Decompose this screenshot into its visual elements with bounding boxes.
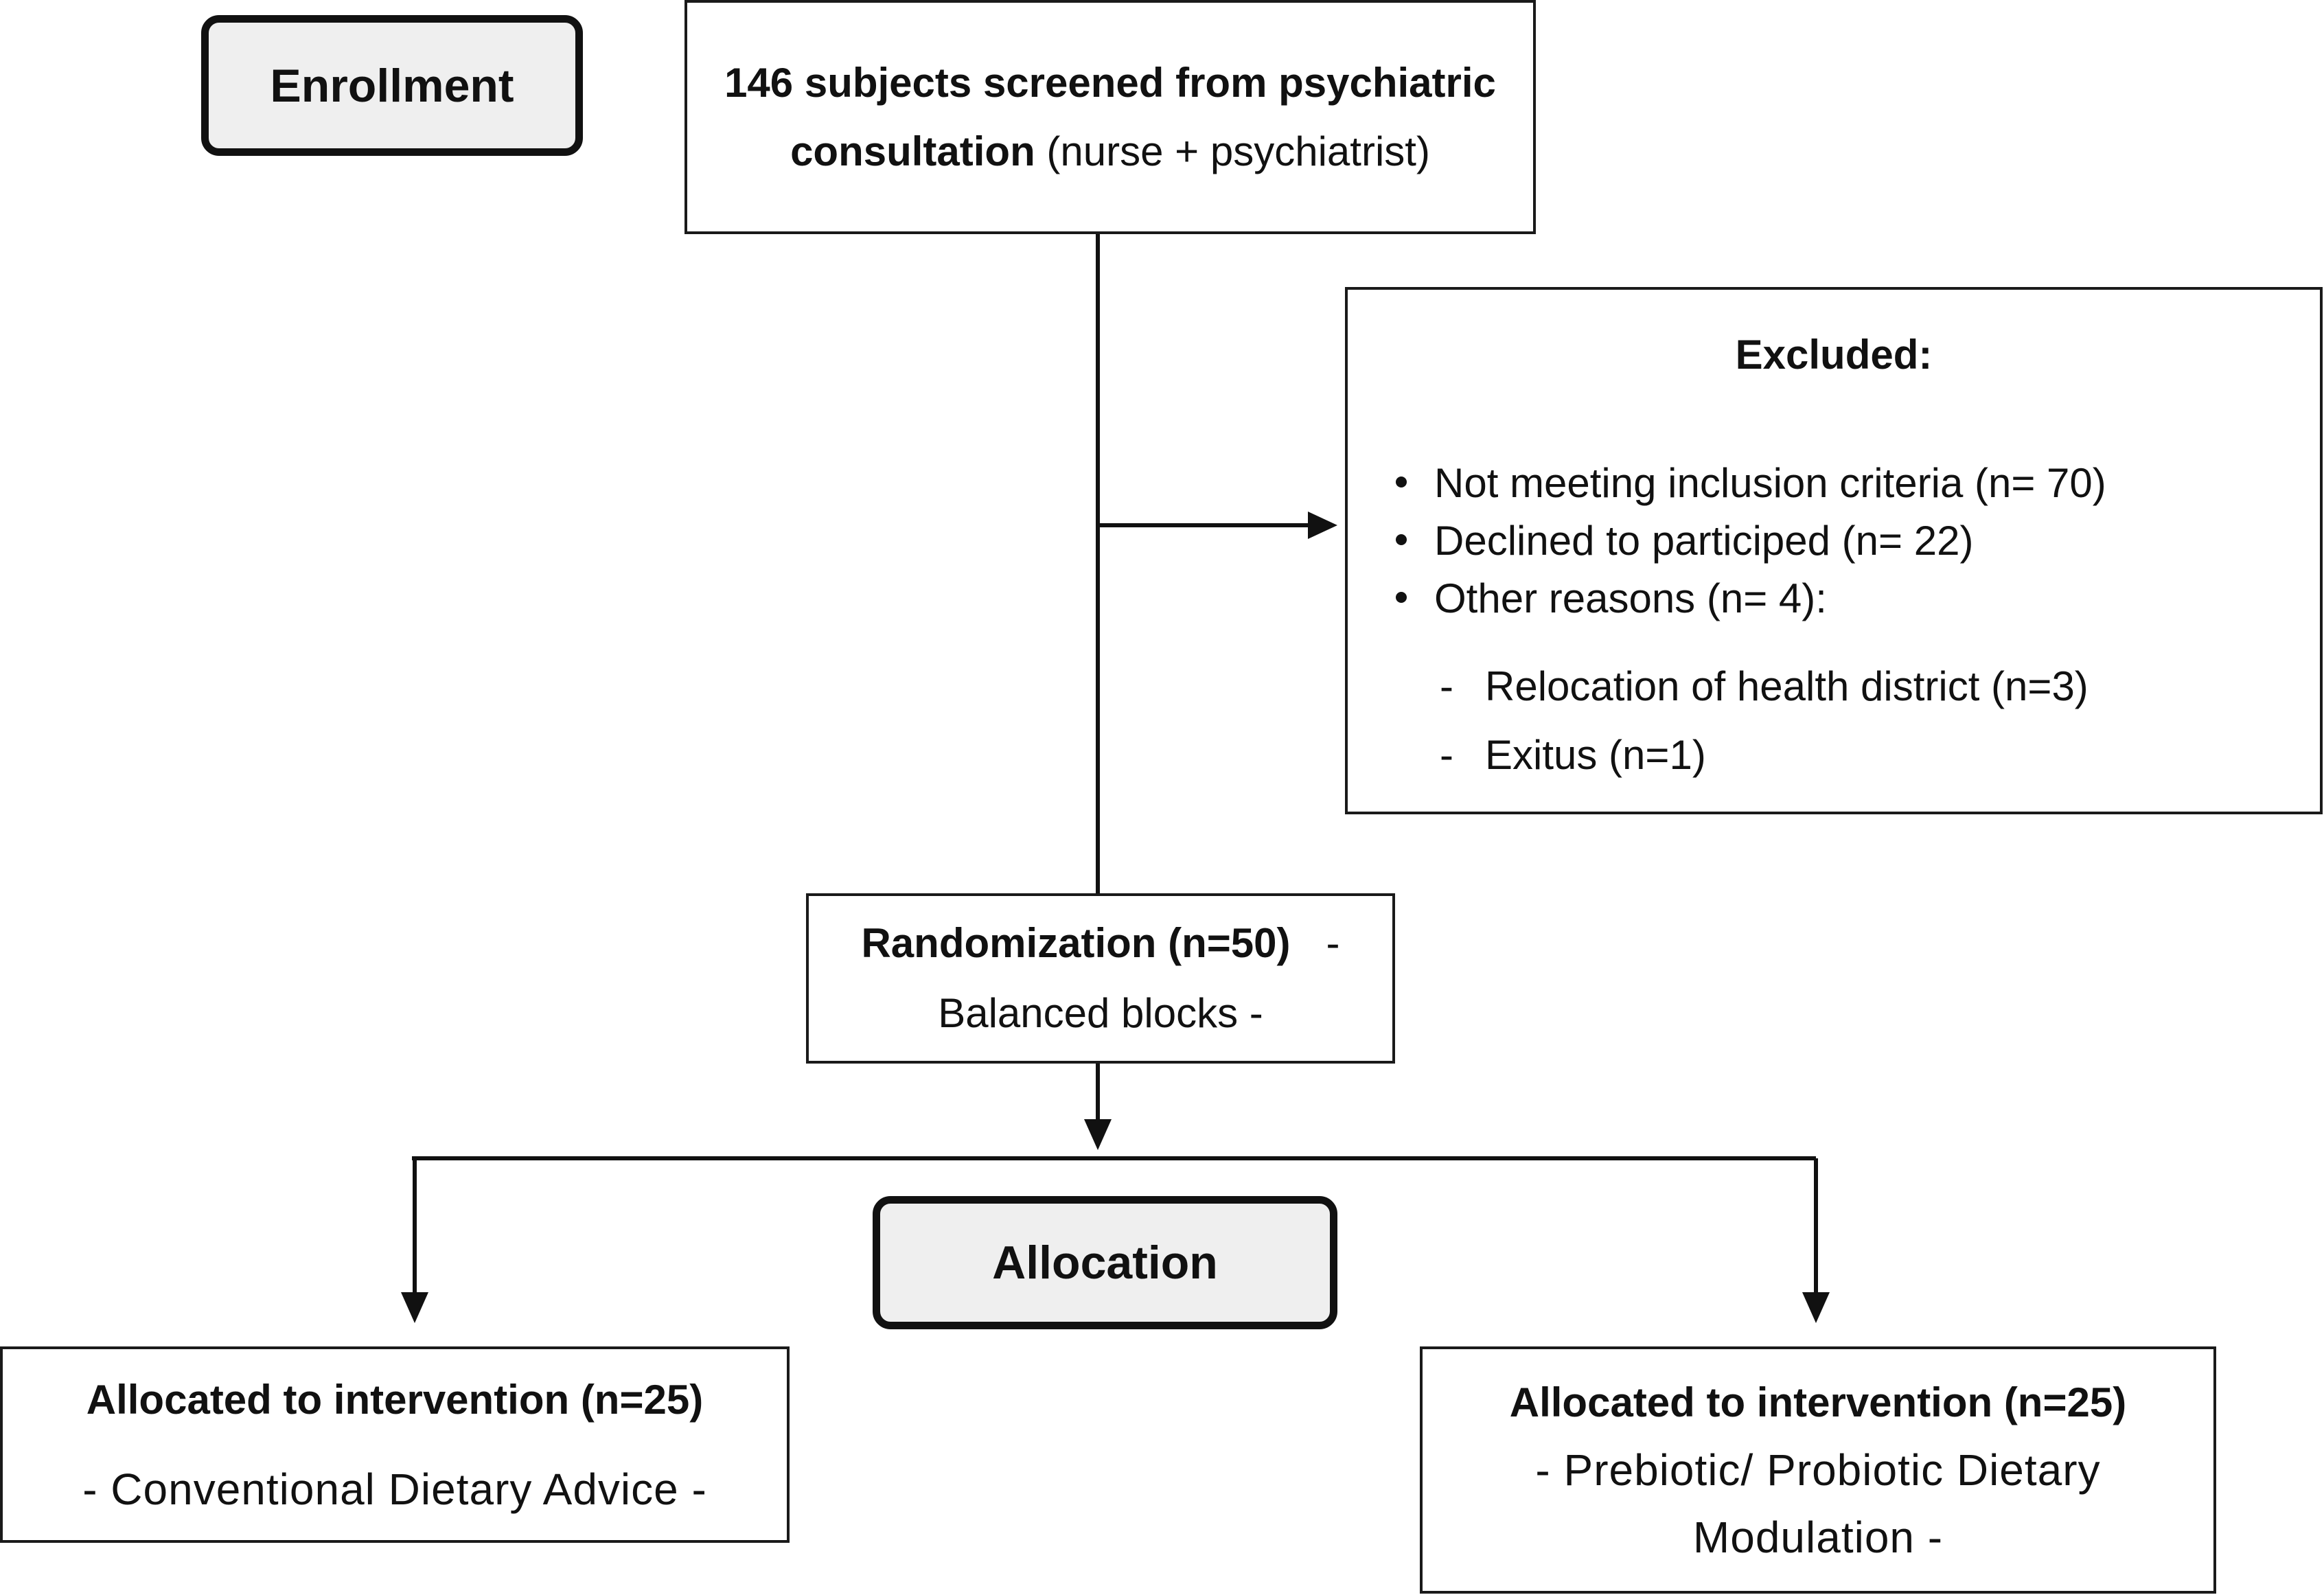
arrowhead-randomization xyxy=(1084,1119,1112,1150)
arrowhead-left-group xyxy=(401,1292,428,1323)
excluded-subitem-2-text: Exitus (n=1) xyxy=(1485,732,1706,778)
bullet-icon xyxy=(1396,477,1407,488)
arrowhead-right-group xyxy=(1802,1292,1830,1323)
dash-marker: - xyxy=(1440,732,1453,778)
excluded-subitem-1-text: Relocation of health district (n=3) xyxy=(1485,663,2089,709)
screened-normal-text: (nurse + psychiatrist) xyxy=(1035,128,1430,174)
group-left-desc: - Conventional Dietary Advice - xyxy=(82,1465,707,1514)
screened-bold-text: 146 subjects screened from psychiatric c… xyxy=(724,59,1496,174)
screened-box: 146 subjects screened from psychiatric c… xyxy=(684,0,1536,234)
excluded-box: Excluded: Not meeting inclusion criteria… xyxy=(1345,287,2323,814)
bullet-icon xyxy=(1396,592,1407,604)
group-right-title: Allocated to intervention (n=25) xyxy=(1509,1379,2127,1425)
dash-marker: - xyxy=(1440,663,1453,709)
excluded-title: Excluded: xyxy=(1735,332,1933,378)
excluded-subitem-1: -Relocation of health district (n=3) xyxy=(1440,658,2089,715)
allocation-text: Allocation xyxy=(992,1237,1218,1289)
excluded-item-2-text: Declined to participed (n= 22) xyxy=(1434,518,1974,564)
excluded-subitem-2: -Exitus (n=1) xyxy=(1440,726,1706,784)
group-left-title: Allocated to intervention (n=25) xyxy=(86,1377,704,1423)
enrollment-text: Enrollment xyxy=(270,59,514,112)
group-right-desc: - Prebiotic/ Probiotic Dietary Modulatio… xyxy=(1535,1445,2101,1562)
group-box-right: Allocated to intervention (n=25) - Prebi… xyxy=(1420,1346,2216,1594)
allocation-label: Allocation xyxy=(873,1196,1337,1329)
group-box-left: Allocated to intervention (n=25) - Conve… xyxy=(0,1346,790,1543)
bullet-icon xyxy=(1396,534,1407,546)
excluded-item-1-text: Not meeting inclusion criteria (n= 70) xyxy=(1434,460,2106,506)
randomization-box: Randomization (n=50)- Balanced blocks - xyxy=(806,893,1395,1064)
excluded-item-3: Other reasons (n= 4): xyxy=(1396,570,1827,628)
excluded-item-1: Not meeting inclusion criteria (n= 70) xyxy=(1396,455,2106,512)
excluded-item-2: Declined to participed (n= 22) xyxy=(1396,512,1973,570)
randomization-dash: - xyxy=(1326,920,1340,966)
arrowhead-excluded xyxy=(1308,512,1337,539)
enrollment-label: Enrollment xyxy=(201,15,583,156)
excluded-item-3-text: Other reasons (n= 4): xyxy=(1434,575,1827,621)
randomization-line2: Balanced blocks - xyxy=(938,990,1263,1036)
randomization-bold-text: Randomization (n=50) xyxy=(861,920,1291,966)
